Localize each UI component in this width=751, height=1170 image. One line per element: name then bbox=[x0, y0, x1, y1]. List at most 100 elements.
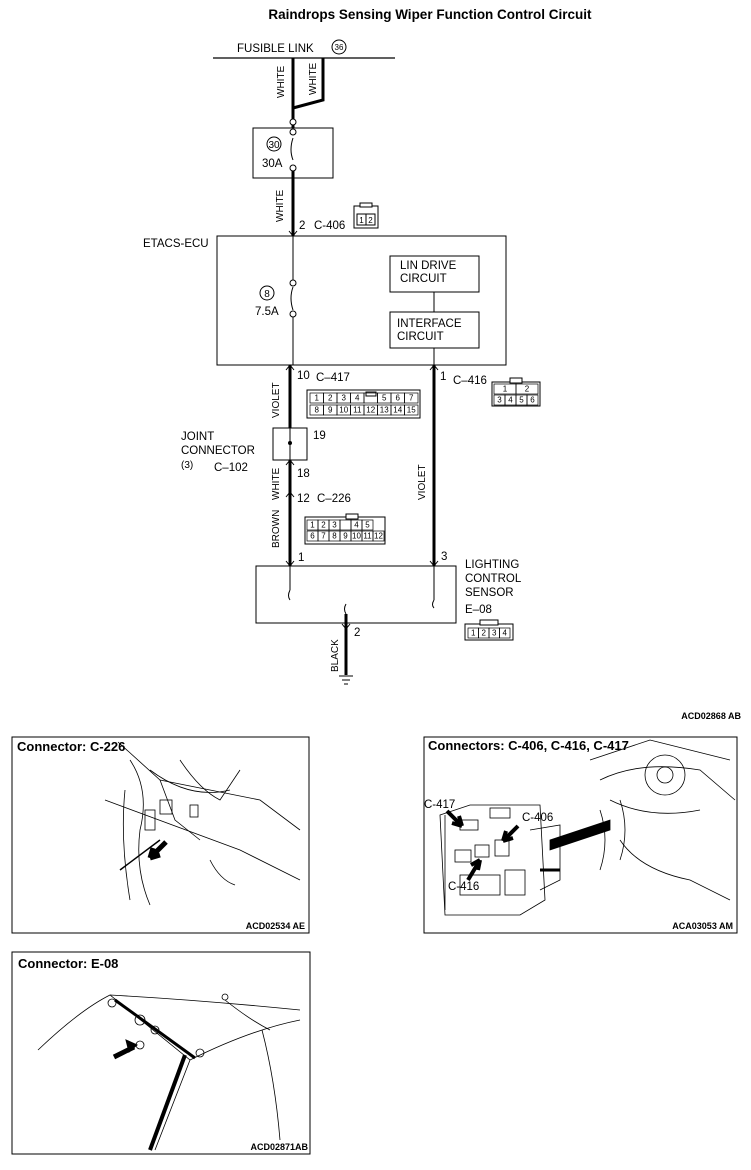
connector-pin-number: 12 bbox=[374, 532, 383, 541]
connector-pin-number: 6 bbox=[530, 396, 535, 405]
connector-cell bbox=[339, 519, 352, 531]
fusible-link-number-circle bbox=[331, 39, 347, 55]
connector-cell bbox=[499, 627, 511, 639]
connector-cell bbox=[361, 519, 374, 531]
wire-label-violet-1: VIOLET bbox=[271, 382, 282, 418]
wire-label-black: BLACK bbox=[330, 639, 341, 672]
connector-pin-number: 10 bbox=[352, 532, 361, 541]
c226-label: C–226 bbox=[317, 493, 351, 505]
connector-pin-number: 2 bbox=[321, 521, 326, 530]
pin-1-c416-label: 1 bbox=[440, 371, 446, 383]
connector-pin-number: 1 bbox=[315, 394, 320, 403]
connector-pin-number: 3 bbox=[497, 396, 502, 405]
panel-e08-title: Connector: E-08 bbox=[18, 956, 118, 971]
fuse-8-number-circle bbox=[259, 285, 275, 301]
panel-c226-title: Connector: C-226 bbox=[17, 739, 125, 754]
pin-1-label: 1 bbox=[298, 552, 304, 564]
connector-pin-number: 8 bbox=[315, 406, 320, 415]
svg-text:1: 1 bbox=[359, 216, 364, 225]
connector-pin-number: 1 bbox=[503, 385, 508, 394]
fuse-30-number-circle bbox=[266, 136, 282, 152]
panel-ecu-ref: ACA03053 AM bbox=[672, 921, 733, 931]
svg-text:2: 2 bbox=[368, 216, 373, 225]
connector-pin-number: 4 bbox=[508, 396, 513, 405]
connector-pin-number: 1 bbox=[471, 629, 476, 638]
upper-wire bbox=[291, 58, 325, 110]
connector-pin-number: 14 bbox=[393, 406, 402, 415]
fuse-30-element bbox=[290, 137, 294, 161]
sensor-line3: SENSOR bbox=[465, 587, 514, 599]
fuse-30-number: 30 bbox=[268, 140, 280, 151]
wire-label-white-3: WHITE bbox=[275, 189, 286, 222]
wire-label-violet-2: VIOLET bbox=[417, 464, 428, 500]
ecu-box bbox=[216, 235, 507, 366]
fuse-8-number: 8 bbox=[264, 289, 270, 300]
connector-pin-number: 6 bbox=[310, 532, 315, 541]
pin-10-label: 10 bbox=[297, 370, 310, 382]
connector-pin-number: 2 bbox=[328, 394, 333, 403]
connector-cell bbox=[372, 530, 385, 542]
connector-pin-number: 5 bbox=[365, 521, 370, 530]
c417-arrow bbox=[445, 809, 464, 828]
connector-pin-number: 4 bbox=[354, 521, 359, 530]
pin-19-label: 19 bbox=[313, 430, 326, 442]
connector-pin-number: 7 bbox=[321, 532, 326, 541]
connector-pin-number: 2 bbox=[525, 385, 530, 394]
c406-arrow bbox=[501, 824, 520, 843]
connector-cell bbox=[404, 392, 419, 404]
diagram-ref: ACD02868 AB bbox=[681, 711, 741, 721]
sensor-box bbox=[255, 565, 457, 624]
fusible-link-number: 36 bbox=[335, 43, 344, 52]
connector-pin-number: 7 bbox=[409, 394, 414, 403]
panel-c226-ref: ACD02534 AE bbox=[246, 921, 305, 931]
connector-pin-number: 12 bbox=[366, 406, 375, 415]
fuse-terminal bbox=[289, 118, 297, 126]
fusible-link-label: FUSIBLE LINK bbox=[237, 43, 314, 55]
connector-pin-number: 10 bbox=[339, 406, 348, 415]
connector-pin-number: 9 bbox=[343, 532, 348, 541]
panel-e08-illustration bbox=[37, 993, 301, 1151]
connector-pin-number: 9 bbox=[328, 406, 333, 415]
connector-pin-number: 3 bbox=[332, 521, 337, 530]
sensor-line1: LIGHTING bbox=[465, 559, 519, 571]
connector-pin-number: 4 bbox=[503, 629, 508, 638]
pin-18-label: 18 bbox=[297, 468, 310, 480]
lin-drive-line2: CIRCUIT bbox=[400, 273, 447, 285]
panel-c226 bbox=[11, 736, 310, 934]
c406-label: C-406 bbox=[314, 220, 345, 232]
connector-cell bbox=[404, 404, 419, 416]
panel-c226-illustration bbox=[104, 741, 301, 906]
callout-c406: C-406 bbox=[522, 812, 553, 824]
connector-cell bbox=[526, 394, 539, 406]
ecu-label: ETACS-ECU bbox=[143, 238, 209, 250]
pin-2-label: 2 bbox=[299, 220, 305, 232]
c226-arrow bbox=[147, 840, 168, 861]
diagram-title: Raindrops Sensing Wiper Function Control… bbox=[268, 7, 592, 22]
connector-pin-number: 8 bbox=[332, 532, 337, 541]
connector-pin-number: 5 bbox=[382, 394, 387, 403]
joint-connector-line1: JOINT bbox=[181, 431, 214, 443]
lin-drive-line1: LIN DRIVE bbox=[400, 260, 457, 272]
joint-connector-line2: CONNECTOR bbox=[181, 445, 255, 457]
c416-arrow bbox=[466, 858, 482, 882]
connector-pin-number: 13 bbox=[380, 406, 389, 415]
connector-pin-number: 15 bbox=[407, 406, 416, 415]
terminal-markers bbox=[285, 230, 439, 630]
interface-line1: INTERFACE bbox=[397, 318, 462, 330]
connector-pin-number: 3 bbox=[492, 629, 497, 638]
c416-label: C–416 bbox=[453, 375, 487, 387]
wire-label-brown: BROWN bbox=[271, 510, 282, 548]
panel-ecu-illustration bbox=[439, 739, 736, 916]
pin-2-ground-label: 2 bbox=[354, 627, 360, 639]
e08-label: E–08 bbox=[465, 604, 492, 616]
pin-3-label: 3 bbox=[441, 551, 447, 563]
pin-12-label: 12 bbox=[297, 493, 310, 505]
wire-label-white-2: WHITE bbox=[308, 62, 319, 95]
c406-face: 1 2 bbox=[353, 202, 379, 229]
interface-line2: CIRCUIT bbox=[397, 331, 444, 343]
e08-arrowhead bbox=[125, 1039, 138, 1053]
fuse-8-element bbox=[290, 286, 294, 311]
